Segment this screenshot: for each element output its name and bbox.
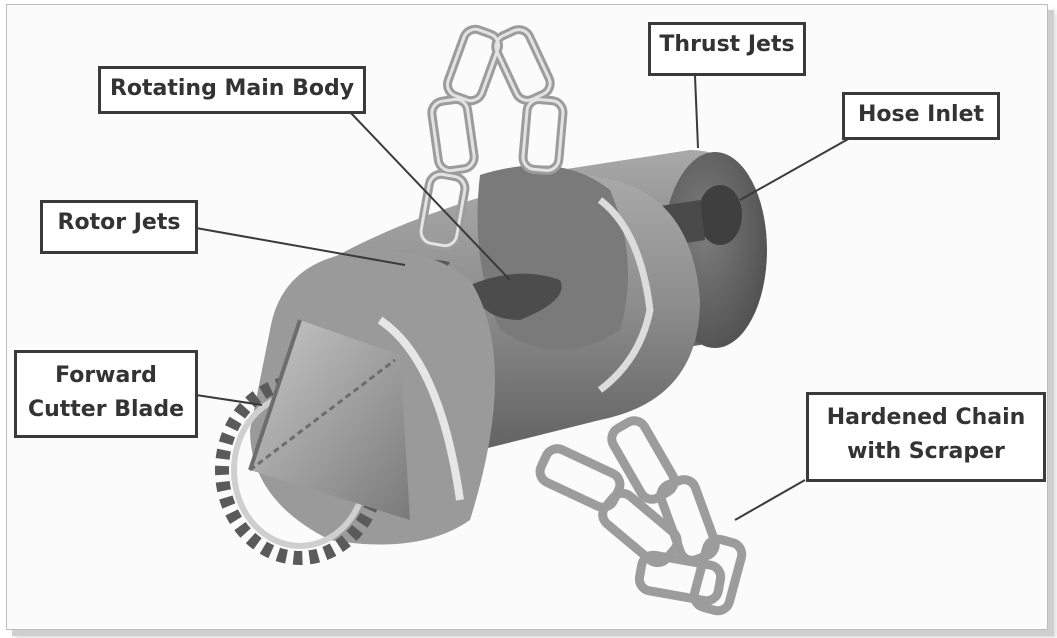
label-forward-cutter-blade-line2: Cutter Blade (25, 393, 187, 427)
label-hose-inlet: Hose Inlet (842, 92, 1000, 140)
label-forward-cutter-blade-line1: Forward (25, 359, 187, 393)
label-thrust-jets: Thrust Jets (648, 22, 806, 76)
bottom-chain (536, 416, 744, 613)
label-hardened-chain-with-scraper: Hardened Chain with Scraper (806, 392, 1046, 482)
label-rotor-jets: Rotor Jets (40, 200, 198, 254)
label-forward-cutter-blade: Forward Cutter Blade (14, 350, 198, 438)
label-hardened-chain-line1: Hardened Chain (817, 401, 1035, 435)
label-hardened-chain-line2: with Scraper (817, 435, 1035, 469)
label-rotating-main-body: Rotating Main Body (98, 66, 366, 114)
